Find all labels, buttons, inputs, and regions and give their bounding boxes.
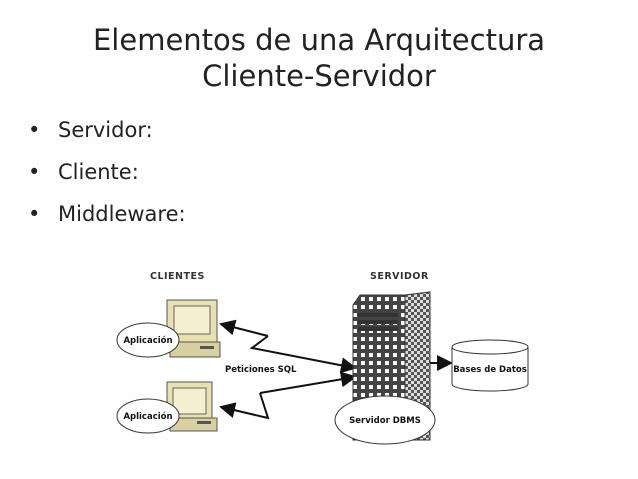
request-arrow	[249, 335, 357, 374]
client-app-label: Aplicación	[123, 411, 172, 422]
client-app-label: Aplicación	[123, 335, 172, 346]
clients-heading: CLIENTES	[150, 271, 205, 282]
dbms-label: Servidor DBMS	[349, 416, 421, 426]
bullet-text: Cliente:	[58, 160, 139, 184]
bullet-list: • Servidor: • Cliente: • Middleware:	[28, 115, 186, 241]
bullet-item: • Servidor:	[28, 115, 186, 157]
dbms-ellipse	[334, 395, 436, 445]
request-arrow	[259, 371, 357, 394]
title-line-2: Cliente-Servidor	[202, 59, 436, 93]
sql-requests-label: Peticiones SQL	[225, 365, 297, 375]
response-arrow	[219, 319, 269, 337]
slide-title: Elementos de una Arquitectura Cliente-Se…	[0, 22, 638, 94]
bullet-icon: •	[28, 160, 41, 184]
client-computer-icon	[166, 299, 221, 358]
database-label: Bases de Datos	[453, 365, 527, 375]
bullet-item: • Middleware:	[28, 199, 186, 241]
bullet-text: Servidor:	[58, 118, 153, 142]
bullet-icon: •	[28, 202, 41, 226]
response-arrow	[219, 392, 270, 420]
database-icon	[451, 339, 529, 392]
client-computer-icon	[166, 381, 218, 432]
title-line-1: Elementos de una Arquitectura	[92, 23, 546, 57]
bullet-item: • Cliente:	[28, 157, 186, 199]
bullet-icon: •	[28, 118, 41, 142]
server-heading: SERVIDOR	[370, 271, 429, 282]
client-app-ellipse	[116, 322, 180, 358]
bullet-text: Middleware:	[58, 202, 186, 226]
client-app-ellipse	[116, 398, 180, 434]
